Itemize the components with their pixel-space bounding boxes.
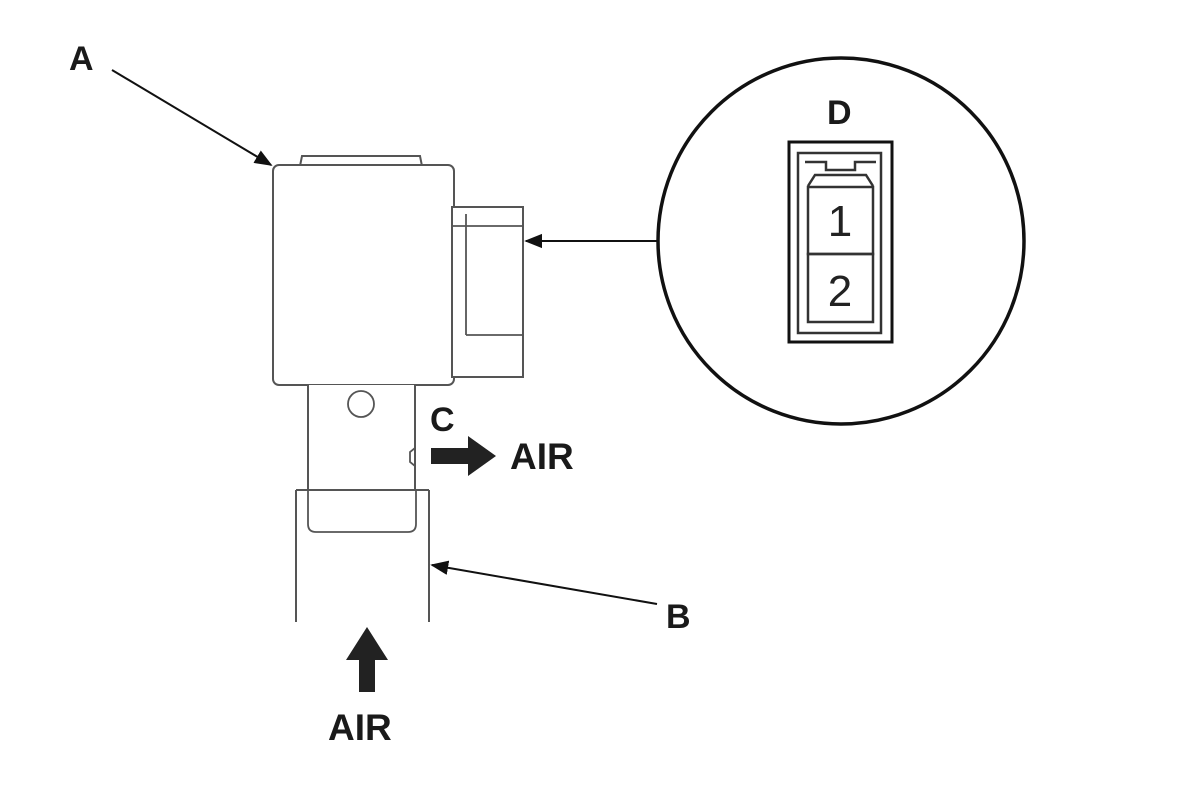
connector-detail-inset: 1 2 (656, 56, 1026, 426)
terminal-2-label: 2 (828, 267, 852, 316)
callout-c: C (430, 401, 455, 439)
connector-lock-tab (805, 160, 876, 172)
terminal-1-label: 1 (828, 197, 852, 246)
port-c-nub (409, 447, 416, 467)
callout-b: B (666, 598, 691, 636)
valve-connector-housing (451, 206, 524, 378)
air-in-arrow (346, 627, 388, 692)
solenoid-valve (272, 155, 524, 491)
terminal-cavity-2 (806, 252, 875, 324)
leader-line-a (111, 69, 273, 166)
hose (295, 489, 430, 622)
valve-stem (307, 385, 416, 491)
connector-inner-frame (796, 151, 883, 335)
leader-line-b (430, 560, 658, 605)
connector-lock-latch (806, 173, 875, 187)
air-in-label: AIR (328, 707, 392, 748)
callout-d: D (827, 94, 852, 132)
valve-stem-bolt (347, 390, 375, 418)
callout-a: A (69, 40, 94, 78)
air-out-label: AIR (510, 436, 574, 477)
valve-coil-housing (272, 164, 455, 386)
air-out-arrow (431, 436, 496, 476)
hose-inner-collar (307, 490, 417, 533)
